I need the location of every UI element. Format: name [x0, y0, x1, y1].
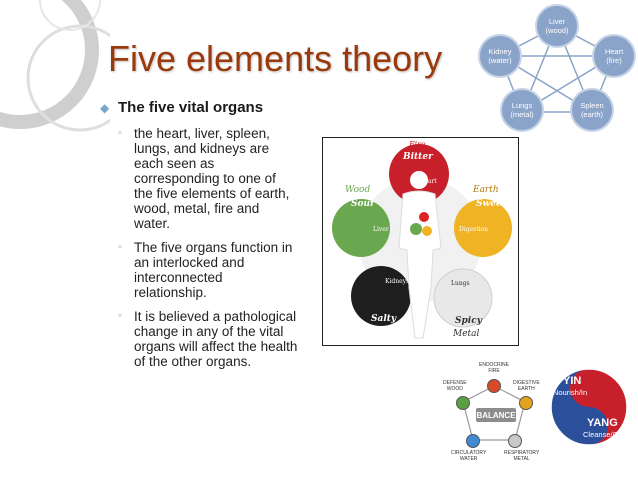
element-name: (metal): [510, 110, 534, 119]
organ-name: Kidney: [488, 47, 512, 56]
element-name: (wood): [545, 26, 569, 35]
bullet-list: ◆ The five vital organs ◦ the heart, liv…: [100, 98, 310, 378]
sub-bullet: ◦ It is believed a pathological change i…: [118, 309, 298, 369]
sub-bullet-text: It is believed a pathological change in …: [134, 309, 298, 369]
sub-bullet-text: The five organs function in an interlock…: [134, 240, 293, 300]
balance-node-water: [466, 434, 480, 448]
yang-label: YANG: [587, 417, 618, 429]
yang-sub-label: Cleanse/Out: [583, 430, 625, 439]
taste-spicy: Spicy: [455, 316, 482, 326]
yin-yang-graphic: YIN Nourish/In YANG Cleanse/Out: [549, 367, 629, 447]
organ-name: Spleen: [580, 101, 604, 110]
organ-liver: Liver: [373, 226, 389, 233]
slide-title: Five elements theory: [108, 38, 443, 79]
element-fire: Fire: [409, 140, 426, 149]
organ-node-lungs: Lungs(metal): [502, 90, 542, 130]
yin-sub-label: Nourish/In: [553, 388, 588, 397]
main-bullet: ◆ The five vital organs: [100, 98, 310, 118]
organ-digestion: Digestion: [459, 226, 489, 233]
five-elements-image: Fire Bitter Heart Wood Sour Liver Earth …: [322, 137, 519, 346]
taste-salty: Salty: [371, 314, 397, 324]
element-water: Water: [368, 328, 396, 338]
organ-heart: Heart: [419, 178, 437, 185]
organ-name: Heart: [604, 47, 624, 56]
organ-node-liver: Liver(wood): [537, 6, 577, 46]
taste-bitter: Bitter: [403, 152, 433, 162]
organ-name: Liver: [548, 17, 566, 26]
element-name: (fire): [606, 56, 622, 65]
sub-bullet-icon: ◦: [118, 310, 122, 322]
organ-node-spleen: Spleen(earth): [572, 90, 612, 130]
sub-bullet-list: ◦ the heart, liver, spleen, lungs, and k…: [118, 126, 298, 369]
bullet-icon: ◆: [100, 101, 110, 115]
organ-star-diagram: Liver(wood) Heart(fire) Spleen(earth) Lu…: [478, 4, 636, 130]
organ-name: Lungs: [511, 101, 533, 110]
balance-node-fire: [487, 379, 501, 393]
sub-bullet-icon: ◦: [118, 241, 122, 253]
sub-bullet: ◦ The five organs function in an interlo…: [118, 240, 298, 300]
sub-bullet: ◦ the heart, liver, spleen, lungs, and k…: [118, 126, 298, 231]
element-name: (water): [488, 56, 512, 65]
organ-node-kidney: Kidney(water): [480, 36, 520, 76]
organ-lungs: Lungs: [451, 280, 470, 287]
balance-center-label: BALANCE: [476, 408, 516, 422]
taste-sweet: Sweet: [476, 199, 506, 209]
balance-node-metal: [508, 434, 522, 448]
organ-kidneys: Kidneys: [385, 278, 410, 285]
element-wood: Wood: [345, 185, 371, 195]
yin-label: YIN: [563, 375, 582, 387]
sub-bullet-text: the heart, liver, spleen, lungs, and kid…: [134, 126, 290, 231]
element-name: (earth): [580, 110, 604, 119]
balance-node-wood: [456, 396, 470, 410]
balance-node-earth: [519, 396, 533, 410]
taste-sour: Sour: [351, 199, 375, 209]
element-earth: Earth: [473, 185, 499, 195]
organ-node-heart: Heart(fire): [594, 36, 634, 76]
main-bullet-text: The five vital organs: [118, 99, 264, 116]
yin-yang-symbol: [550, 368, 628, 446]
decorative-circles: [0, 0, 110, 132]
element-metal: Metal: [453, 329, 480, 339]
sub-bullet-icon: ◦: [118, 127, 122, 139]
elements-illustration: [332, 144, 512, 339]
